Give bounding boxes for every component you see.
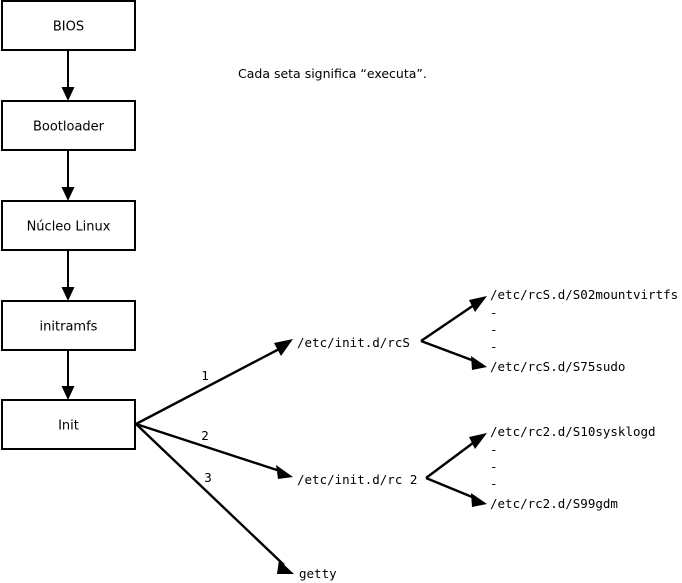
node-init-label: Init — [58, 419, 79, 434]
connector-bootloader-kernel — [61, 150, 75, 201]
ellipsis-dash: - — [490, 322, 498, 337]
arrow-head-icon — [274, 339, 293, 356]
connector-kernel-initramfs — [61, 250, 75, 301]
node-bootloader[interactable]: Bootloader — [1, 100, 136, 151]
ellipsis-dash: - — [490, 305, 498, 320]
arrow-head-icon — [469, 296, 487, 312]
node-bootloader-label: Bootloader — [33, 120, 105, 135]
init-branch-getty: 3 getty — [135, 423, 337, 581]
arrow-head-icon — [471, 493, 487, 507]
rcs-script-group: /etc/rcS.d/S02mountvirtfs - - - /etc/rcS… — [420, 287, 678, 374]
node-init-d-rc2-label[interactable]: /etc/init.d/rc 2 — [297, 472, 417, 487]
ellipsis-dash: - — [490, 476, 498, 491]
arrow-head-icon — [61, 287, 75, 301]
node-getty-label[interactable]: getty — [299, 566, 337, 581]
branch-number-1: 1 — [201, 368, 209, 383]
arrow-head-icon — [61, 386, 75, 400]
arrow-head-icon — [469, 433, 487, 449]
arrow-head-icon — [276, 465, 293, 479]
node-initramfs-label: initramfs — [40, 320, 98, 335]
ellipsis-dash: - — [490, 442, 498, 457]
arrow-head-icon — [471, 356, 487, 370]
script-rc2-first-label[interactable]: /etc/rc2.d/S10sysklogd — [490, 424, 656, 439]
node-bios[interactable]: BIOS — [1, 0, 136, 51]
node-init-d-rcs-label[interactable]: /etc/init.d/rcS — [297, 335, 410, 350]
arrow-head-icon — [61, 87, 75, 101]
connector-bios-bootloader — [61, 50, 75, 101]
boot-chain-connectors — [61, 50, 75, 400]
script-rc2-last-label[interactable]: /etc/rc2.d/S99gdm — [490, 496, 618, 511]
ellipsis-dash: - — [490, 339, 498, 354]
arrow-head-icon — [61, 187, 75, 201]
arrow-head-icon — [277, 560, 294, 574]
node-init[interactable]: Init — [1, 399, 136, 450]
script-rcs-first-label[interactable]: /etc/rcS.d/S02mountvirtfs — [490, 287, 678, 302]
branch-number-3: 3 — [204, 470, 212, 485]
diagram-caption: Cada seta significa “executa”. — [238, 66, 427, 81]
init-branch-rc2: 2 /etc/init.d/rc 2 — [135, 422, 417, 487]
node-bios-label: BIOS — [53, 20, 84, 35]
rc2-script-group: /etc/rc2.d/S10sysklogd - - - /etc/rc2.d/… — [425, 424, 656, 511]
connector-initramfs-init — [61, 350, 75, 400]
script-rcs-last-label[interactable]: /etc/rcS.d/S75sudo — [490, 359, 625, 374]
branch-number-2: 2 — [201, 428, 209, 443]
init-branch-rcs: 1 /etc/init.d/rcS — [135, 335, 410, 426]
ellipsis-dash: - — [490, 459, 498, 474]
node-kernel-label: Núcleo Linux — [27, 220, 111, 235]
node-kernel[interactable]: Núcleo Linux — [1, 200, 136, 251]
node-initramfs[interactable]: initramfs — [1, 300, 136, 351]
